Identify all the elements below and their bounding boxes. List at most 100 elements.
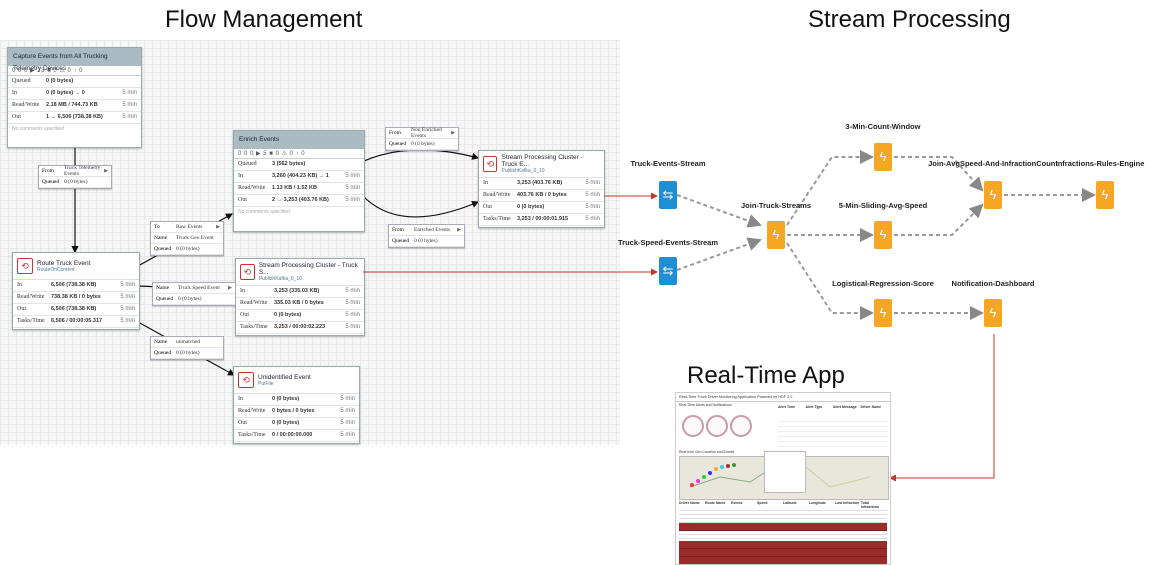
- stat-value: 0 / 00:00:00.000: [272, 432, 313, 438]
- truck-speed-events-stream-node[interactable]: ⇆: [659, 257, 677, 285]
- sliding-avg-speed-node[interactable]: ϟ: [874, 221, 892, 249]
- capture-events-group[interactable]: Capture Events from All Trucking Telemet…: [7, 47, 142, 148]
- stat-time: 5 min: [345, 300, 360, 306]
- infractions-rules-node[interactable]: ϟ: [1096, 181, 1114, 209]
- conn-value: 0 (0 bytes): [176, 246, 200, 252]
- processor-name: Unidentified Event: [258, 373, 311, 381]
- chevron-right-icon: ▶: [216, 225, 220, 230]
- sliding-avg-speed-label: 5-Min-Sliding-Avg-Speed: [838, 201, 928, 210]
- driver-popup: [764, 451, 806, 493]
- stat-time: 5 min: [345, 197, 360, 203]
- real-time-app-title: Real-Time App: [687, 362, 845, 389]
- conn-value: Truck Geo Event: [176, 235, 214, 241]
- nifi-canvas[interactable]: Capture Events from All Trucking Telemet…: [0, 40, 620, 445]
- truck-events-stream-node[interactable]: ⇆: [659, 181, 677, 209]
- map-section-title: Real-time Geo Location and Events: [679, 450, 735, 454]
- header-cell: Driver Name: [860, 405, 882, 409]
- stat-label: Out: [483, 204, 492, 210]
- stat-time: 5 min: [585, 216, 600, 222]
- stream-processing-truck-events-processor[interactable]: ⟲ Stream Processing Cluster - Truck E...…: [478, 150, 605, 228]
- conn-key: Queued: [392, 238, 410, 244]
- stat-value: 738.38 KB / 0 bytes: [51, 294, 101, 300]
- processor-type: RouteOnContent: [37, 266, 75, 273]
- stat-label: Tasks/Time: [483, 216, 511, 222]
- chevron-right-icon: ▶: [457, 228, 461, 233]
- stat-row: Queued 3 (562 bytes): [234, 159, 364, 171]
- processor-name: Route Truck Event: [37, 259, 91, 267]
- app-window-title: Real-Time Truck Driver Monitoring Applic…: [676, 393, 890, 402]
- regression-score-node[interactable]: ϟ: [874, 299, 892, 327]
- conn-value: 0 (0 bytes): [411, 141, 435, 147]
- stat-label: Read/Write: [483, 192, 511, 198]
- conn-key: Queued: [156, 296, 174, 302]
- stat-label: In: [12, 90, 17, 96]
- table-row: [679, 557, 887, 564]
- comments-note: No comments specified: [238, 209, 290, 215]
- stat-label: Out: [12, 114, 21, 120]
- join-avgspeed-label: Join-AvgSpeed-And-InfractionCount: [928, 159, 1058, 168]
- alerts-section-title: Real-Time Alerts and Notifications: [679, 403, 732, 407]
- header-cell: Last Infraction: [835, 501, 860, 505]
- conn-key: From: [42, 168, 54, 174]
- stat-time: 5 min: [345, 173, 360, 179]
- stat-label: Out: [238, 197, 247, 203]
- stat-time: 5 min: [120, 306, 135, 312]
- header-cell: Speed: [757, 501, 768, 505]
- real-time-app-window[interactable]: Real-Time Truck Driver Monitoring Applic…: [675, 392, 891, 565]
- processor-type: PutFile: [258, 380, 274, 387]
- stat-label: Queued: [238, 161, 257, 167]
- conn-value: Enriched Events: [414, 227, 451, 233]
- stat-label: Read/Write: [240, 300, 268, 306]
- table-row: [679, 531, 887, 541]
- stream-processing-truck-speed-processor[interactable]: ⟲ Stream Processing Cluster - Truck S...…: [235, 258, 365, 336]
- stat-label: In: [238, 173, 243, 179]
- conn-key: Queued: [154, 350, 172, 356]
- processor-icon: ⟲: [238, 372, 254, 388]
- stat-time: 5 min: [340, 420, 355, 426]
- stat-label: Tasks/Time: [17, 318, 45, 324]
- enrich-events-group[interactable]: Enrich Events 0 0 0 ▶ 5 ■ 0 ⚠ 0 ↑ 0 Queu…: [233, 130, 365, 232]
- stat-label: Read/Write: [17, 294, 45, 300]
- conn-key: Queued: [42, 179, 60, 185]
- map-drawing: [689, 461, 871, 488]
- stat-value: 6,506 (738.38 KB): [51, 282, 97, 288]
- notification-dashboard-node[interactable]: ϟ: [984, 299, 1002, 327]
- stat-time: 5 min: [345, 324, 360, 330]
- geo-map[interactable]: [679, 451, 889, 500]
- speed-gauge: [682, 415, 704, 437]
- header-cell: Alert Type: [805, 405, 823, 409]
- stat-value: 3 (562 bytes): [272, 161, 306, 167]
- count-window-node[interactable]: ϟ: [874, 143, 892, 171]
- join-avgspeed-node[interactable]: ϟ: [984, 181, 1002, 209]
- stream-processing-canvas[interactable]: ⇆ ⇆ ϟ ϟ ϟ ϟ ϟ ϟ ϟ Truck-Events-Stream Tr…: [618, 95, 1153, 357]
- header-cell: Driver Name: [679, 501, 700, 505]
- stat-time: 5 min: [585, 204, 600, 210]
- stat-time: 5 min: [340, 396, 355, 402]
- stat-time: 5 min: [345, 185, 360, 191]
- chevron-right-icon: ▶: [451, 131, 455, 136]
- stream-edges: [676, 150, 1096, 320]
- join-truck-streams-node[interactable]: ϟ: [767, 221, 785, 249]
- processor-title-bar: ⟲ Stream Processing Cluster - Truck E...…: [479, 151, 604, 178]
